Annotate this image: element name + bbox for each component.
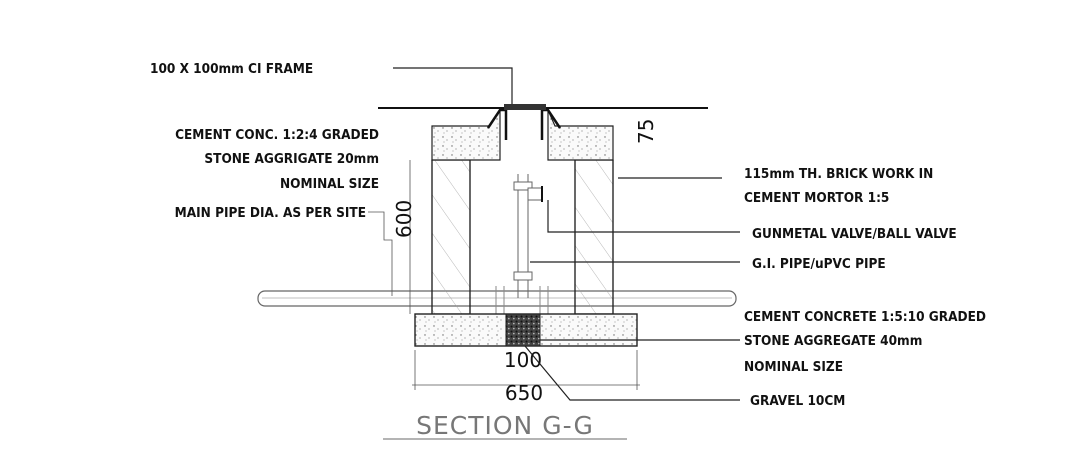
label-valve: GUNMETAL VALVE/BALL VALVE <box>752 226 957 242</box>
concrete-cap <box>431 104 614 161</box>
label-brick-line1: 115mm TH. BRICK WORK IN <box>744 166 933 182</box>
label-base-line3: NOMINAL SIZE <box>744 359 843 375</box>
label-base-line2: STONE AGGREGATE 40mm <box>744 333 922 349</box>
label-cement-conc-line2: STONE AGGRIGATE 20mm <box>204 151 379 167</box>
dim-height: 600 <box>392 200 416 238</box>
label-gravel: GRAVEL 10CM <box>750 393 845 409</box>
label-cement-conc-line3: NOMINAL SIZE <box>280 176 379 192</box>
main-pipe <box>257 290 737 307</box>
label-brick-line2: CEMENT MORTOR 1:5 <box>744 190 889 206</box>
gravel <box>505 313 541 347</box>
dimension-lines <box>409 160 640 390</box>
label-base-line1: CEMENT CONCRETE 1:5:10 GRADED <box>744 309 986 325</box>
label-pipe: G.I. PIPE/uPVC PIPE <box>752 256 886 272</box>
dim-gravel-width: 100 <box>504 348 542 372</box>
gi-pipe-valve <box>495 174 549 314</box>
dim-top: 75 <box>634 119 658 144</box>
brick-walls <box>431 159 614 315</box>
label-ci-frame: 100 X 100mm CI FRAME <box>150 61 313 77</box>
section-title: SECTION G-G <box>416 411 594 440</box>
label-cement-conc-line1: CEMENT CONC. 1:2:4 GRADED <box>175 127 379 143</box>
label-main-pipe: MAIN PIPE DIA. AS PER SITE <box>175 205 366 221</box>
dim-base-width: 650 <box>505 381 543 405</box>
leader-lines <box>368 67 740 401</box>
